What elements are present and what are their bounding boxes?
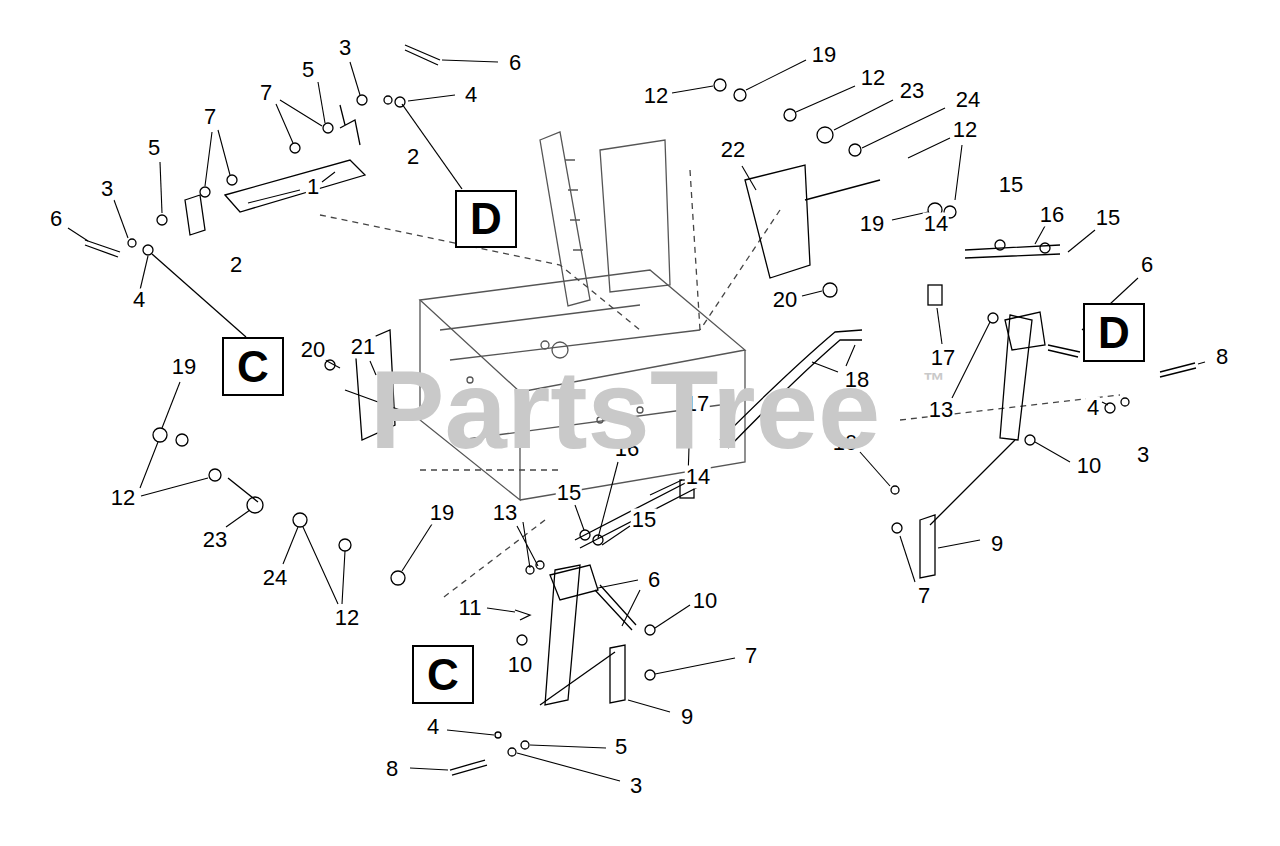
reference-letter: D bbox=[470, 197, 502, 241]
callout-number: 24 bbox=[955, 88, 981, 111]
callout-number: 15 bbox=[631, 508, 657, 531]
callout-number: 10 bbox=[1076, 454, 1102, 477]
callout-number: 19 bbox=[859, 212, 885, 235]
callout-number: 4 bbox=[426, 715, 440, 738]
callout-number: 6 bbox=[508, 51, 522, 74]
callout-number: 5 bbox=[147, 136, 161, 159]
callout-number: 9 bbox=[990, 532, 1004, 555]
callout-number: 5 bbox=[301, 58, 315, 81]
callout-number: 15 bbox=[1095, 206, 1121, 229]
callout-number: 1 bbox=[306, 175, 320, 198]
callout-number: 7 bbox=[917, 584, 931, 607]
right-lever bbox=[891, 312, 1196, 578]
assembly-lines bbox=[320, 170, 1120, 600]
callout-number: 19 bbox=[171, 355, 197, 378]
callout-number: 15 bbox=[998, 173, 1024, 196]
callout-number: 10 bbox=[692, 589, 718, 612]
callout-number: 4 bbox=[132, 288, 146, 311]
callout-number: 20 bbox=[300, 338, 326, 361]
left-lever bbox=[450, 561, 655, 775]
callout-number: 19 bbox=[429, 501, 455, 524]
callout-number: 16 bbox=[1039, 203, 1065, 226]
callout-number: 2 bbox=[406, 145, 420, 168]
callout-number: 24 bbox=[262, 566, 288, 589]
callout-number: 14 bbox=[923, 212, 949, 235]
callout-number: 6 bbox=[49, 207, 63, 230]
callout-number: 14 bbox=[685, 465, 711, 488]
reference-box: D bbox=[1083, 303, 1145, 362]
callout-number: 22 bbox=[720, 138, 746, 161]
callout-number: 6 bbox=[647, 568, 661, 591]
callout-number: 12 bbox=[334, 606, 360, 629]
watermark: ™ bbox=[923, 370, 945, 392]
callout-number: 15 bbox=[556, 481, 582, 504]
callout-number: 11 bbox=[458, 596, 483, 619]
callout-number: 4 bbox=[464, 83, 478, 106]
callout-number: 5 bbox=[614, 735, 628, 758]
callout-number: 12 bbox=[643, 84, 669, 107]
callout-number: 4 bbox=[1086, 396, 1100, 419]
reference-letter: C bbox=[427, 653, 459, 697]
callout-number: 3 bbox=[1136, 443, 1150, 466]
callout-number: 23 bbox=[899, 79, 925, 102]
callout-number: 7 bbox=[744, 644, 758, 667]
watermark: PartsTree bbox=[370, 354, 881, 466]
callout-number: 8 bbox=[1215, 345, 1229, 368]
callout-number: 13 bbox=[492, 501, 518, 524]
callout-number: 7 bbox=[203, 105, 217, 128]
callout-number: 20 bbox=[772, 288, 798, 311]
callout-number: 23 bbox=[202, 528, 228, 551]
reference-box: C bbox=[412, 645, 474, 704]
top-left-parts bbox=[85, 45, 462, 337]
reference-letter: D bbox=[1098, 311, 1130, 355]
callout-number: 7 bbox=[259, 81, 273, 104]
callout-number: 9 bbox=[680, 705, 694, 728]
brackets bbox=[153, 79, 956, 585]
reference-letter: C bbox=[237, 345, 269, 389]
reference-box: D bbox=[455, 190, 517, 248]
callout-number: 12 bbox=[952, 118, 978, 141]
reference-box: C bbox=[222, 337, 284, 396]
callout-number: 17 bbox=[930, 346, 956, 369]
callout-number: 6 bbox=[1140, 253, 1154, 276]
callout-number: 3 bbox=[100, 177, 114, 200]
leader-lines bbox=[68, 60, 1205, 781]
callout-number: 12 bbox=[860, 66, 886, 89]
callout-number: 10 bbox=[507, 653, 533, 676]
callout-number: 8 bbox=[385, 757, 399, 780]
callout-number: 3 bbox=[338, 36, 352, 59]
callout-number: 2 bbox=[229, 253, 243, 276]
callout-number: 3 bbox=[629, 774, 643, 797]
callout-number: 13 bbox=[928, 398, 954, 421]
callout-number: 19 bbox=[811, 43, 837, 66]
callout-number: 12 bbox=[110, 486, 136, 509]
